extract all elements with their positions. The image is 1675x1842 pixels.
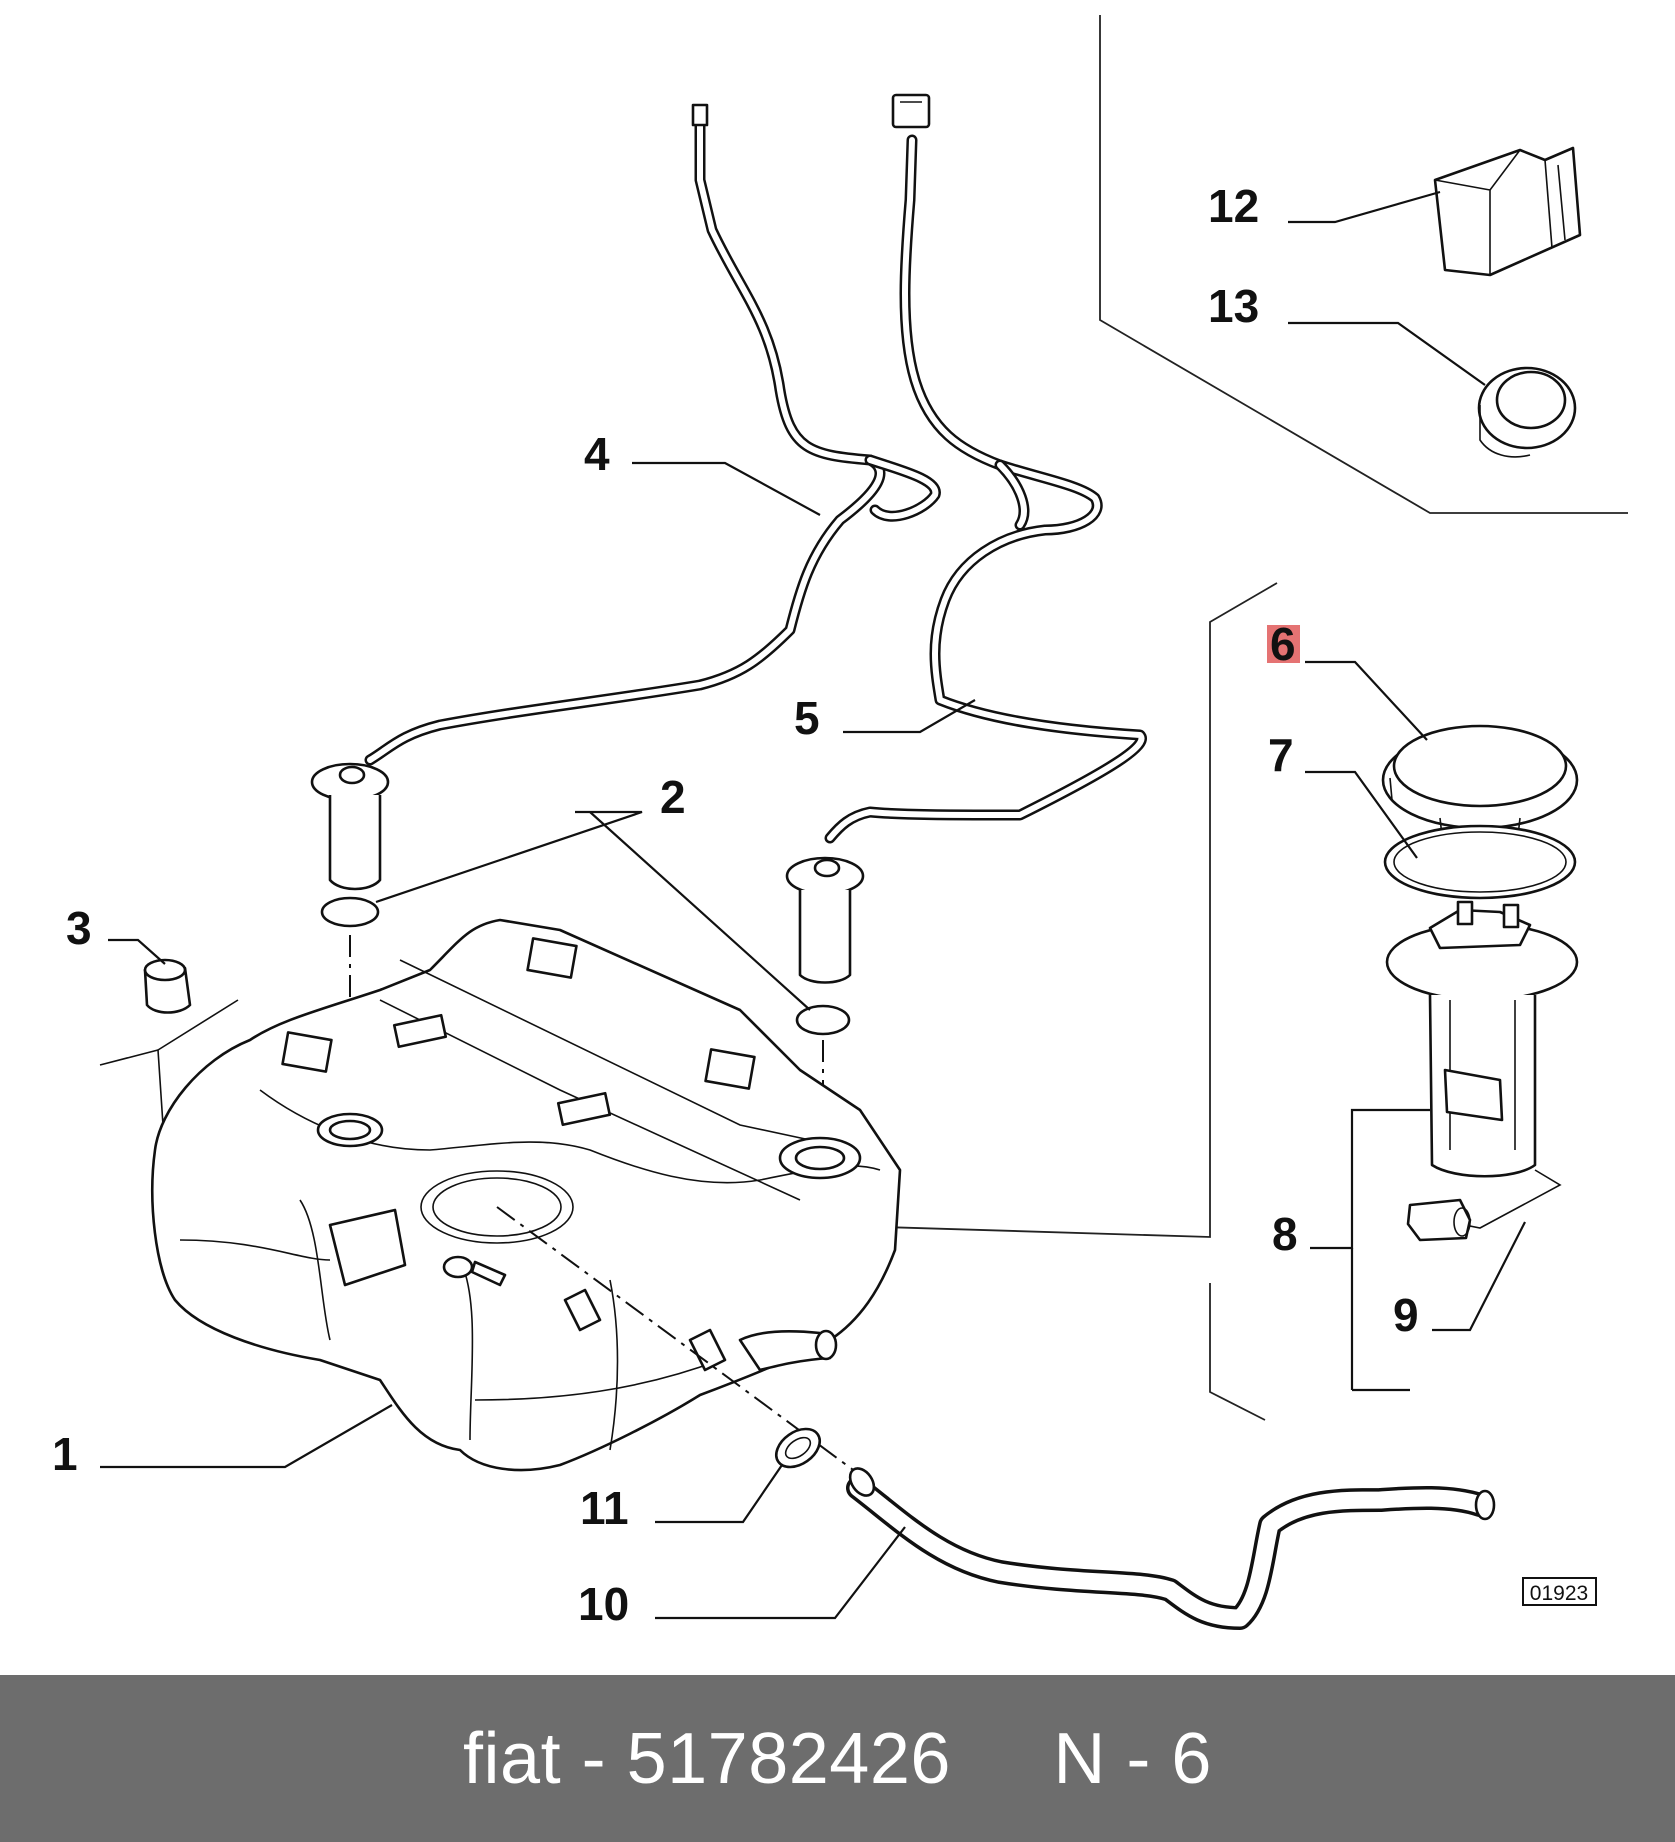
callout-5: 5: [794, 692, 820, 744]
callout-10: 10: [578, 1578, 629, 1630]
footer-bar: fiat - 51782426 N - 6: [0, 1675, 1675, 1842]
callout-4: 4: [584, 428, 610, 480]
callout-12: 12: [1208, 180, 1259, 232]
callout-13: 13: [1208, 280, 1259, 332]
float-sender-part-9: [1406, 1198, 1472, 1242]
leader-lines: [100, 190, 1526, 1620]
part-number-label: fiat - 51782426 N - 6: [463, 1718, 1212, 1799]
inset-frame-top-right: [1099, 15, 1628, 514]
callout-6-highlight: [1267, 625, 1300, 663]
fuel-sender-right: [785, 856, 865, 1140]
callout-2: 2: [660, 771, 686, 823]
fuel-tank-exploded-diagram: 1 2 3 4 5 6 7 8 9 10 11 12 13 01923: [52, 15, 1628, 1630]
callout-6: 6: [1270, 618, 1296, 670]
clip-part-12: [1433, 146, 1582, 277]
ring-part-13: [1477, 366, 1577, 458]
callout-9: 9: [1393, 1289, 1419, 1341]
callout-1: 1: [52, 1428, 78, 1480]
lock-ring-part-6: [1381, 724, 1579, 837]
fuel-sender-left: [310, 762, 390, 1130]
callout-3: 3: [66, 902, 92, 954]
seal-part-7: [1383, 824, 1577, 900]
callout-labels: 1 2 3 4 5 6 7 8 9 10 11 12 13: [52, 180, 1419, 1630]
fuel-line-4: [364, 103, 941, 766]
diagram-code-box: 01923: [1522, 1577, 1597, 1606]
fuel-line-5: [824, 93, 1147, 844]
fuel-tank: [151, 918, 902, 1472]
callout-11: 11: [580, 1482, 629, 1534]
clamp-part-11: [775, 1427, 821, 1469]
callout-8: 8: [1272, 1208, 1298, 1260]
fuel-pump-module-part-8: [1385, 900, 1579, 1229]
diagram-code: 01923: [1530, 1582, 1588, 1605]
callout-7: 7: [1268, 729, 1294, 781]
hose-part-10: [846, 1467, 1496, 1630]
cap-part-3: [99, 958, 239, 1231]
